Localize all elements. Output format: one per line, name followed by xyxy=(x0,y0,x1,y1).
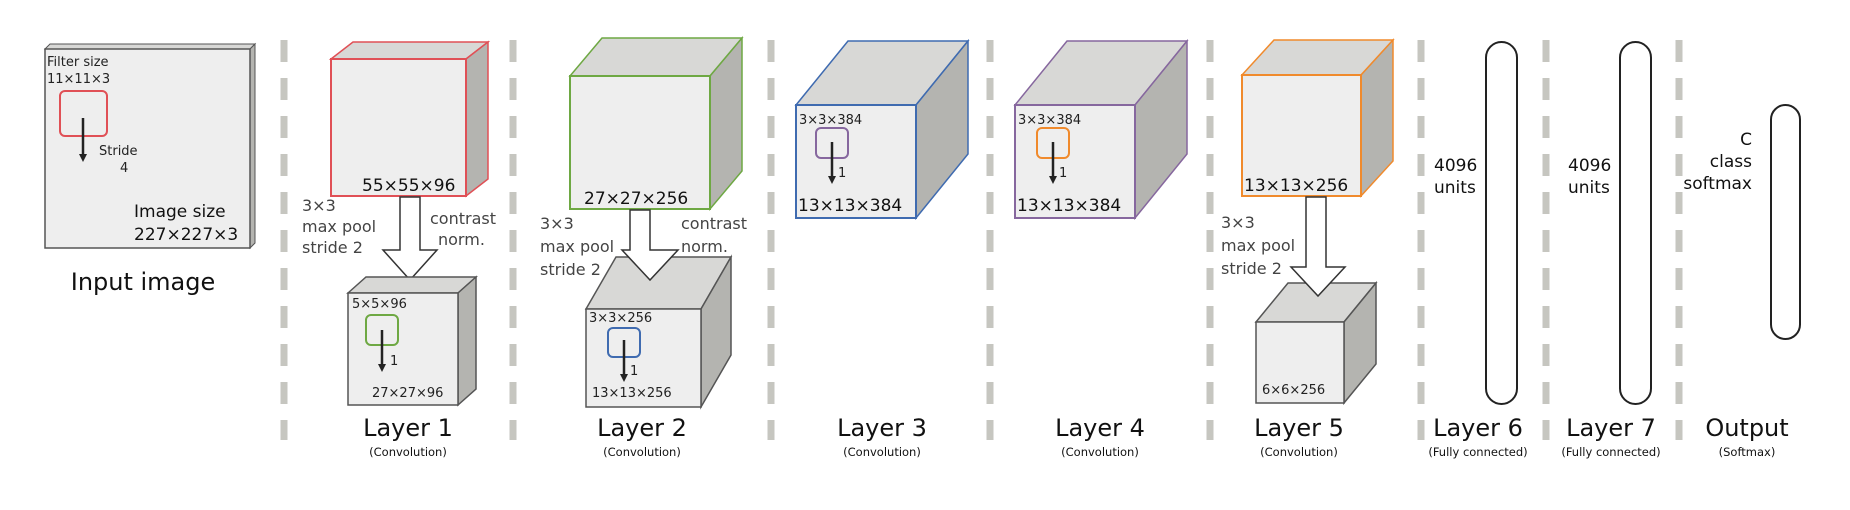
layer1-pool-line2: max pool xyxy=(302,217,376,236)
input-stride-value: 4 xyxy=(120,161,128,176)
input-image-box xyxy=(44,48,251,249)
layer1-cube-top xyxy=(328,41,491,60)
layer1-cube-side xyxy=(465,40,489,198)
layer4-filter-label: 3×3×384 xyxy=(1018,113,1081,128)
layer5-top-dims: 13×13×256 xyxy=(1244,176,1348,196)
layer2-bottom-dims: 13×13×256 xyxy=(592,386,672,401)
output-kind: (Softmax) xyxy=(1719,445,1776,459)
layer3-kind: (Convolution) xyxy=(843,445,921,459)
layer2-stride-label: 1 xyxy=(630,364,638,379)
layer4-stride-label: 1 xyxy=(1059,166,1067,181)
input-filter-label: Filter size xyxy=(47,55,109,70)
layer1-section: 55×55×96 3×3 max pool stride 2 contrast … xyxy=(302,40,496,459)
layer7-section: 4096 units Layer 7 (Fully connected) xyxy=(1561,41,1661,459)
layer5-pool-arrow xyxy=(1289,196,1347,298)
layer1-top-dims: 55×55×96 xyxy=(362,176,455,196)
layer6-units-num: 4096 xyxy=(1434,156,1477,176)
layer1-pool-arrow xyxy=(381,196,439,282)
input-section: Filter size 11×11×3 Stride 4 Image size … xyxy=(43,42,257,296)
layer2-cube-front xyxy=(569,75,711,210)
layer2-name: Layer 2 xyxy=(597,414,687,442)
layer6-fc-column xyxy=(1485,41,1518,405)
layer5-pooled-cube-front xyxy=(1255,321,1345,404)
input-title: Input image xyxy=(71,268,216,296)
layer7-kind: (Fully connected) xyxy=(1561,445,1660,459)
layer7-name: Layer 7 xyxy=(1566,414,1656,442)
layer5-name: Layer 5 xyxy=(1254,414,1344,442)
layer1-cube-front xyxy=(330,58,467,197)
output-line3: softmax xyxy=(1683,174,1752,194)
layer3-cube-front xyxy=(795,104,917,219)
layer4-kind: (Convolution) xyxy=(1061,445,1139,459)
layer5-bottom-dims: 6×6×256 xyxy=(1262,383,1325,398)
layer6-units-label: units xyxy=(1434,178,1476,198)
layer3-filter-label: 3×3×384 xyxy=(799,113,862,128)
layer2-pool-line3: stride 2 xyxy=(540,260,601,279)
layer5-pool-line2: max pool xyxy=(1221,236,1295,255)
output-line2: class xyxy=(1710,152,1752,172)
layer2-norm-line1: contrast xyxy=(681,214,747,233)
layer4-dims: 13×13×384 xyxy=(1017,196,1121,216)
layer2-pool-line2: max pool xyxy=(540,237,614,256)
layer5-kind: (Convolution) xyxy=(1260,445,1338,459)
layer1-pooled-cube-front xyxy=(347,292,459,406)
layer2-filter-label: 3×3×256 xyxy=(589,311,652,326)
layer1-pooled-cube-top xyxy=(346,276,478,294)
output-section: C class softmax Output (Softmax) xyxy=(1683,104,1801,459)
layer7-fc-column xyxy=(1619,41,1652,405)
input-stride-label: Stride xyxy=(99,144,138,159)
output-softmax-column xyxy=(1770,104,1801,340)
layer1-norm-line2: norm. xyxy=(438,230,485,249)
layer1-pooled-cube-side xyxy=(457,275,477,407)
layer2-pool-arrow xyxy=(620,209,680,282)
input-filter-value: 11×11×3 xyxy=(47,72,110,87)
layer7-units-label: units xyxy=(1568,178,1610,198)
layer2-norm-line2: norm. xyxy=(681,237,728,256)
layer2-top-dims: 27×27×256 xyxy=(584,189,688,209)
layer1-pool-line1: 3×3 xyxy=(302,196,336,215)
layer1-norm-line1: contrast xyxy=(430,209,496,228)
output-name: Output xyxy=(1705,414,1788,442)
layer3-section: 3×3×384 1 13×13×384 Layer 3 (Convolution… xyxy=(794,38,970,459)
layer6-name: Layer 6 xyxy=(1433,414,1523,442)
layer6-kind: (Fully connected) xyxy=(1428,445,1527,459)
layer4-name: Layer 4 xyxy=(1055,414,1145,442)
layer1-name: Layer 1 xyxy=(363,414,453,442)
layer1-filter-label: 5×5×96 xyxy=(352,297,407,312)
layer1-bottom-dims: 27×27×96 xyxy=(372,386,443,401)
layer1-kind: (Convolution) xyxy=(369,445,447,459)
layer5-section: 13×13×256 3×3 max pool stride 2 6×6×256 … xyxy=(1221,38,1395,459)
layer7-units-num: 4096 xyxy=(1568,156,1611,176)
layer5-pool-line1: 3×3 xyxy=(1221,213,1255,232)
layer1-pool-line3: stride 2 xyxy=(302,238,363,257)
layer4-section: 3×3×384 1 13×13×384 Layer 4 (Convolution… xyxy=(1013,38,1189,459)
layer3-dims: 13×13×384 xyxy=(798,196,902,216)
output-line1: C xyxy=(1740,130,1752,150)
layer6-section: 4096 units Layer 6 (Fully connected) xyxy=(1428,41,1528,459)
layer-separators xyxy=(280,40,1683,440)
layer3-name: Layer 3 xyxy=(837,414,927,442)
layer2-pooled-cube-front xyxy=(585,308,702,408)
layer2-pool-line1: 3×3 xyxy=(540,214,574,233)
layer5-cube-front xyxy=(1241,74,1362,197)
layer2-section: 27×27×256 3×3 max pool stride 2 contrast… xyxy=(540,35,747,459)
input-size-label: Image size xyxy=(134,202,226,222)
layer1-stride-label: 1 xyxy=(390,354,398,369)
layer4-cube-front xyxy=(1014,104,1136,219)
input-size-value: 227×227×3 xyxy=(134,225,238,245)
layer3-stride-label: 1 xyxy=(838,166,846,181)
layer2-kind: (Convolution) xyxy=(603,445,681,459)
layer5-pool-line3: stride 2 xyxy=(1221,259,1282,278)
